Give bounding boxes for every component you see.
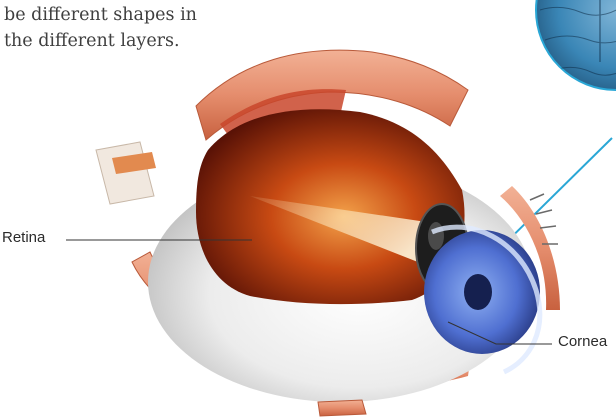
- retina-label: Retina: [2, 229, 45, 246]
- optic-nerve: [96, 142, 154, 204]
- cornea-label: Cornea: [558, 333, 607, 350]
- magnified-tissue-inset: [536, 0, 616, 90]
- inferior-tendon: [318, 400, 366, 416]
